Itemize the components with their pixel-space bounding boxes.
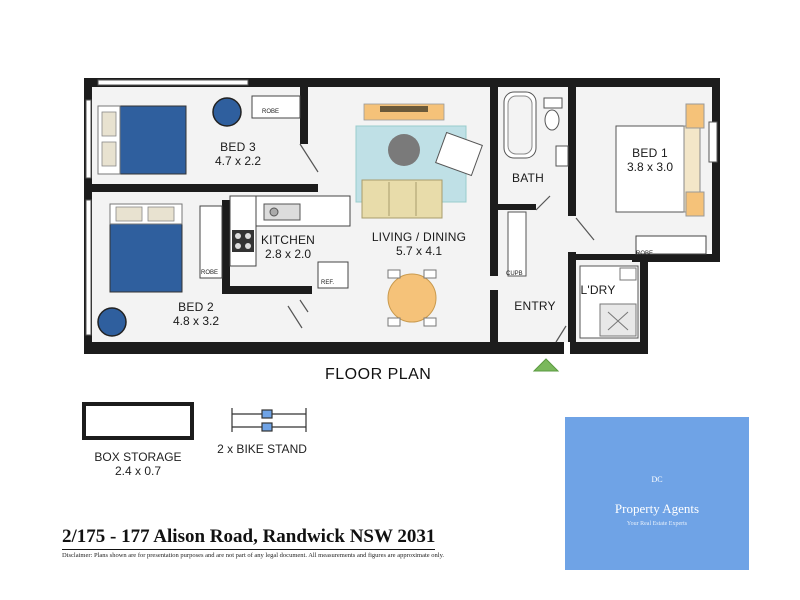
bed1-label: BED 1 3.8 x 3.0	[618, 146, 682, 175]
bed1-dims: 3.8 x 3.0	[626, 159, 674, 174]
bed2-dims: 4.8 x 3.2	[172, 313, 220, 328]
entry-name: ENTRY	[514, 299, 556, 313]
bed3-furniture	[97, 95, 319, 175]
windows	[85, 79, 718, 336]
bed2-name: BED 2	[178, 300, 214, 314]
bed1-name: BED 1	[632, 146, 668, 160]
agency-tagline: Your Real Estate Experts	[626, 521, 688, 527]
interior-walls	[92, 86, 640, 342]
agency-logo-panel: DC Property Agents Your Real Estate Expe…	[565, 417, 749, 570]
box-storage-label: BOX STORAGE	[94, 450, 182, 464]
kitchen-label: KITCHEN 2.8 x 2.0	[254, 233, 322, 262]
laundry-name: L'DRY	[580, 283, 616, 297]
fridge-label: REF.	[321, 280, 335, 286]
bike-stand-caption: 2 x BIKE STAND	[217, 442, 307, 456]
property-address: 2/175 - 177 Alison Road, Randwick NSW 20…	[62, 526, 436, 550]
cupboard-label: CUPB	[506, 271, 523, 277]
bike-stand-icon	[231, 408, 307, 432]
agency-name: Property Agents	[614, 501, 700, 516]
living-label: LIVING / DINING 5.7 x 4.1	[364, 230, 474, 259]
bed3-dims: 4.7 x 2.2	[214, 153, 262, 168]
entry-arrow-icon	[532, 358, 560, 372]
bed1-furniture	[575, 103, 707, 255]
box-storage-caption: BOX STORAGE 2.4 x 0.7	[82, 450, 194, 478]
living-dims: 5.7 x 4.1	[395, 243, 443, 258]
kitchen-name: KITCHEN	[260, 233, 316, 247]
living-name: LIVING / DINING	[371, 230, 467, 244]
living-furniture	[355, 103, 483, 327]
bed3-label: BED 3 4.7 x 2.2	[206, 140, 270, 169]
agency-initials: DC	[651, 475, 663, 484]
laundry-fixtures	[555, 265, 639, 343]
bath-fixtures	[503, 91, 569, 277]
kitchen-dims: 2.8 x 2.0	[264, 246, 312, 261]
robe-bed1-label: ROBE	[636, 251, 654, 257]
disclaimer-text: Disclaimer: Plans shown are for presenta…	[62, 552, 445, 559]
bath-name: BATH	[512, 171, 544, 185]
bed3-name: BED 3	[220, 140, 256, 154]
bed2-label: BED 2 4.8 x 3.2	[164, 300, 228, 329]
bed2-furniture	[97, 203, 309, 337]
floor-plan-title: FLOOR PLAN	[325, 366, 432, 383]
box-storage-icon	[82, 402, 194, 440]
robe-bed2-label: ROBE	[201, 270, 219, 276]
kitchen-fixtures	[229, 195, 351, 289]
robe-bed3-label: ROBE	[262, 109, 280, 115]
box-storage-dims: 2.4 x 0.7	[114, 464, 162, 478]
